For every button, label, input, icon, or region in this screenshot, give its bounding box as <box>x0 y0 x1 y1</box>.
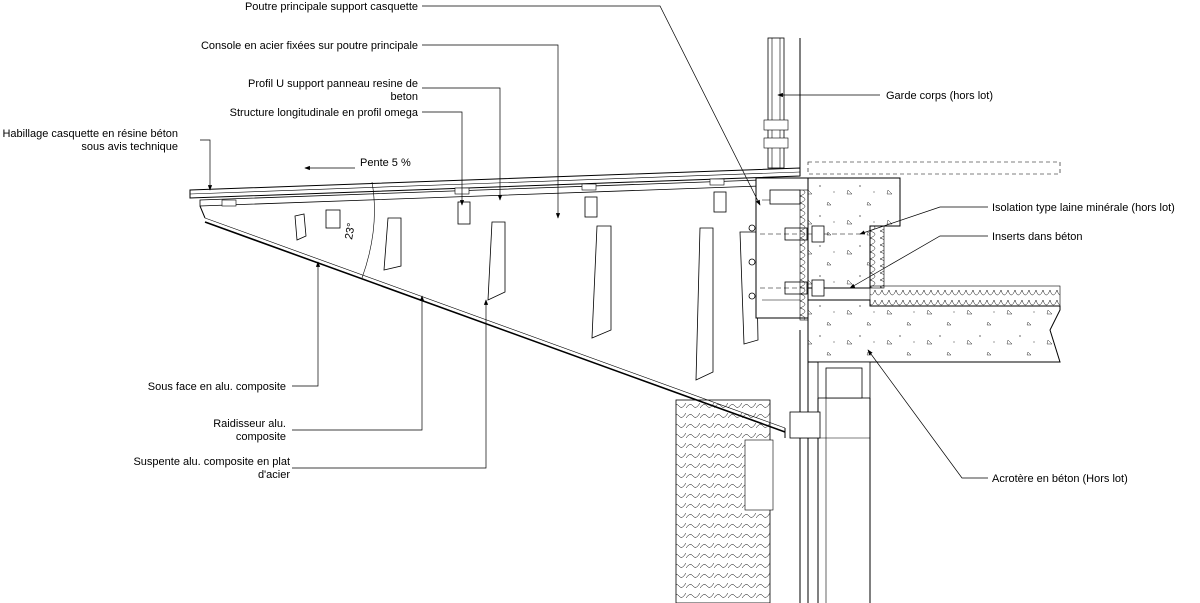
label-raidisseur-line1: Raidisseur alu. <box>213 418 286 430</box>
label-raidisseur-line2: composite <box>236 431 286 443</box>
label-console: Console en acier fixées sur poutre princ… <box>201 40 418 52</box>
canopy-top-cladding <box>189 167 801 207</box>
label-habillage-line2: sous avis technique <box>81 141 178 153</box>
label-acrotere: Acrotère en béton (Hors lot) <box>992 473 1128 485</box>
label-structure: Structure longitudinale en profil omega <box>230 107 419 119</box>
leader-lines <box>200 5 988 479</box>
label-isolation: Isolation type laine minérale (hors lot) <box>992 202 1175 214</box>
label-suspente-line2: d'acier <box>258 469 290 481</box>
label-angle: 23° <box>343 222 358 240</box>
label-poutre: Poutre principale support casquette <box>245 1 418 13</box>
label-inserts: Inserts dans béton <box>992 231 1083 243</box>
label-sous-face: Sous face en alu. composite <box>148 381 286 393</box>
canopy-soffit <box>199 205 786 438</box>
slope-angle-arc <box>361 181 375 279</box>
label-suspente-line1: Suspente alu. composite en plat <box>133 456 290 468</box>
upper-slab-dashed <box>807 161 1061 175</box>
lower-wall <box>675 330 871 603</box>
insulation <box>799 189 1061 321</box>
anchors <box>760 225 860 297</box>
label-habillage-line1: Habillage casquette en résine béton <box>2 128 178 140</box>
label-pente: Pente 5 % <box>360 157 411 169</box>
label-profil-u-line1: Profil U support panneau resine de <box>248 78 418 90</box>
label-garde-corps: Garde corps (hors lot) <box>886 90 993 102</box>
main-beam-console <box>748 177 809 319</box>
hangers <box>294 213 759 381</box>
label-profil-u-line2: beton <box>390 91 418 103</box>
railing <box>763 37 801 169</box>
